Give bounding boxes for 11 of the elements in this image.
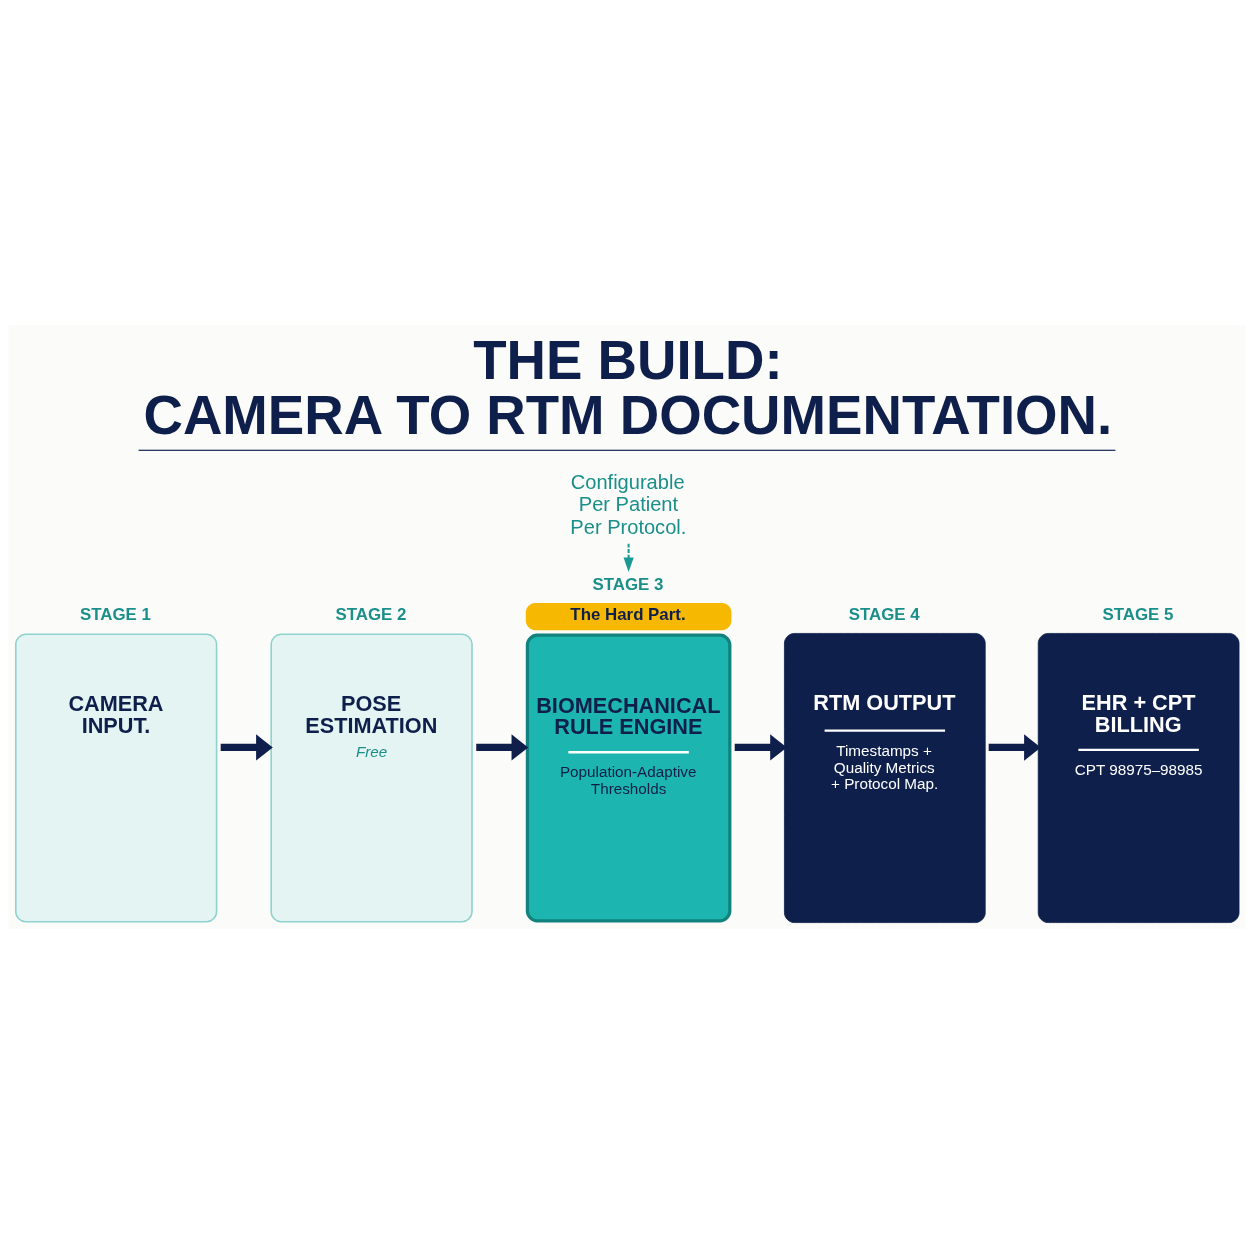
node-text: Configurable Per Patient Per Protocol.	[570, 470, 687, 538]
arrow	[988, 734, 1041, 761]
node-label: STAGE 2	[335, 605, 407, 625]
node-label: STAGE 4	[848, 605, 920, 625]
node-label: STAGE 5	[1102, 605, 1174, 625]
node-label: STAGE 3	[592, 574, 664, 594]
node-label: STAGE 1	[80, 605, 151, 625]
arrow	[734, 734, 787, 761]
arrow	[623, 543, 634, 573]
arrow	[220, 734, 273, 761]
diagram-title: THE BUILD: CAMERA TO RTM DOCUMENTATION.	[143, 330, 1113, 446]
